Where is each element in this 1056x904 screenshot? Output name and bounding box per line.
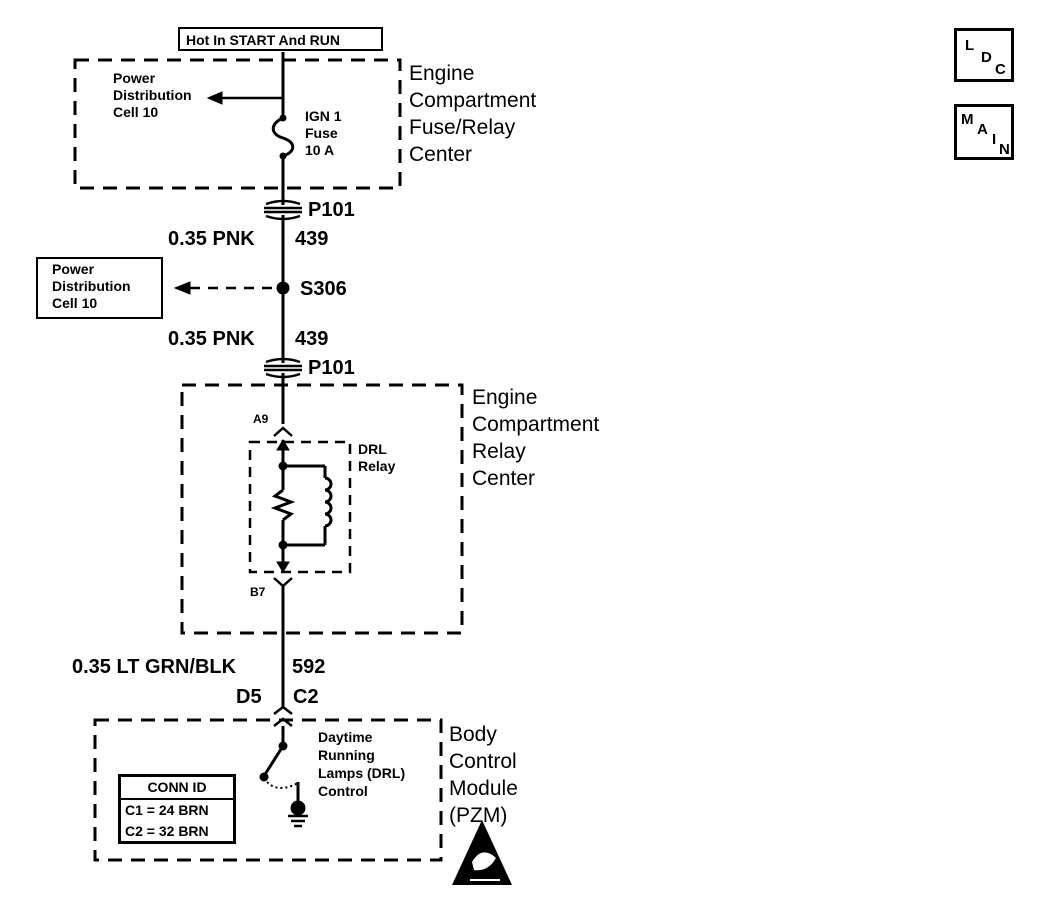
bcm-outline xyxy=(93,718,443,862)
power-distribution-box: Power Distribution Cell 10 xyxy=(36,257,163,319)
conn-id-table: CONN ID C1 = 24 BRN C2 = 32 BRN xyxy=(118,774,236,844)
drl-relay-label: DRL Relay xyxy=(358,441,396,474)
conn-id-row: C2 = 32 BRN xyxy=(125,823,209,839)
wire-upper-circuit: 439 xyxy=(295,228,329,250)
drl-switch-icon xyxy=(262,745,285,777)
connector-p101-bottom-icon xyxy=(264,357,302,379)
power-distribution-label: Power Distribution Cell 10 xyxy=(113,70,192,120)
pin-b7-chevron xyxy=(273,577,293,588)
ldc-nav-icon[interactable]: L D C xyxy=(954,28,1014,82)
switch-dotted-link xyxy=(263,777,299,789)
relay-coil-icon xyxy=(324,476,333,528)
wire-middle-circuit: 439 xyxy=(295,328,329,350)
pin-d5-label: D5 xyxy=(236,686,262,708)
drl-control-label: Daytime Running Lamps (DRL) Control xyxy=(318,729,406,799)
fuse-relay-center-name: Engine Compartment Fuse/Relay Center xyxy=(409,62,537,166)
ground-icon xyxy=(290,800,306,816)
connector-p101-top-icon xyxy=(264,199,302,221)
pin-c2-label: C2 xyxy=(293,686,319,708)
wire-middle-gauge-color: 0.35 PNK xyxy=(168,328,255,350)
relay-center-name: Engine Compartment Relay Center xyxy=(472,386,600,490)
drl-relay-outline xyxy=(248,440,352,574)
splice-s306-dot xyxy=(276,281,290,295)
relay-center-outline xyxy=(180,383,464,635)
fuse-symbol xyxy=(271,116,295,158)
relay-resistor-icon xyxy=(270,488,296,522)
bcm-name: Body Control Module (PZM) xyxy=(449,723,518,827)
conn-id-title: CONN ID xyxy=(121,777,233,800)
esd-warning-icon xyxy=(452,820,512,885)
conn-id-row: C1 = 24 BRN xyxy=(125,802,209,818)
main-nav-icon[interactable]: M A I N xyxy=(954,104,1014,160)
hot-in-start-run-label: Hot In START And RUN xyxy=(178,27,383,51)
wire-upper-gauge-color: 0.35 PNK xyxy=(168,228,255,250)
pin-a9-chevron xyxy=(273,426,293,437)
ign1-fuse-label: IGN 1 Fuse 10 A xyxy=(305,108,342,158)
wire-lower-gauge-color: 0.35 LT GRN/BLK xyxy=(72,656,237,678)
pin-c2-chevron xyxy=(273,705,293,715)
connector-p101-top-label: P101 xyxy=(308,199,355,221)
pin-a9-label: A9 xyxy=(253,412,269,426)
wire-lower-circuit: 592 xyxy=(292,656,326,678)
connector-p101-bottom-label: P101 xyxy=(308,357,355,379)
splice-s306-label: S306 xyxy=(300,278,347,300)
fuse-relay-center-outline xyxy=(73,58,402,190)
pin-b7-label: B7 xyxy=(250,585,266,599)
